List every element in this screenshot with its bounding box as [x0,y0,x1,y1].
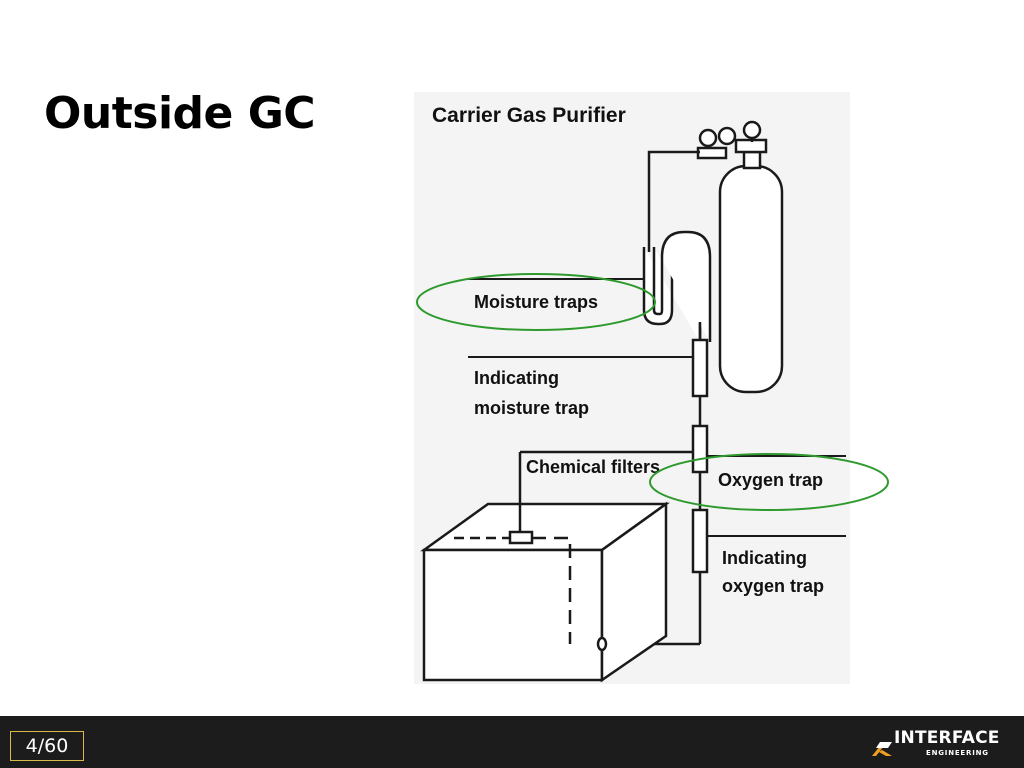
footer-bar: 4/60 INTERFACE ENGINEERING [0,716,1024,768]
indicating-moisture-trap-label-line2: moisture trap [474,398,589,418]
moisture-traps-label: Moisture traps [474,292,598,312]
supply-tubing [647,150,700,252]
logo-text: INTERFACE [894,728,1000,748]
chemical-filters-label: Chemical filters [526,457,660,477]
diagram-heading: Carrier Gas Purifier [432,104,626,127]
oxygen-trap-body [691,508,709,574]
regulator-icon [696,120,762,160]
indicating-oxygen-trap-label-line1: Indicating [722,548,807,568]
page-counter: 4/60 [10,731,84,761]
u-trap [642,230,712,342]
gas-cylinder [718,138,784,394]
diagram-svg: Carrier Gas Purifier [414,92,850,684]
logo-subtext: ENGINEERING [926,749,989,757]
highlight-overlay [416,273,889,511]
carrier-gas-purifier-diagram: Carrier Gas Purifier [414,92,889,684]
interface-engineering-logo: INTERFACE ENGINEERING [870,728,1000,762]
oxygen-trap-label: Oxygen trap [718,470,823,490]
indicating-oxygen-trap-label-line2: oxygen trap [722,576,824,596]
oxygen-trap-highlight [649,453,889,511]
logo-mark-icon [872,742,892,756]
slide-title: Outside GC [44,88,316,139]
trap-column [691,322,709,644]
indicating-moisture-trap-label-line1: Indicating [474,368,559,388]
indicating-moisture-trap-body [691,338,709,398]
gc-box [420,450,693,683]
moisture-traps-highlight [416,273,656,331]
